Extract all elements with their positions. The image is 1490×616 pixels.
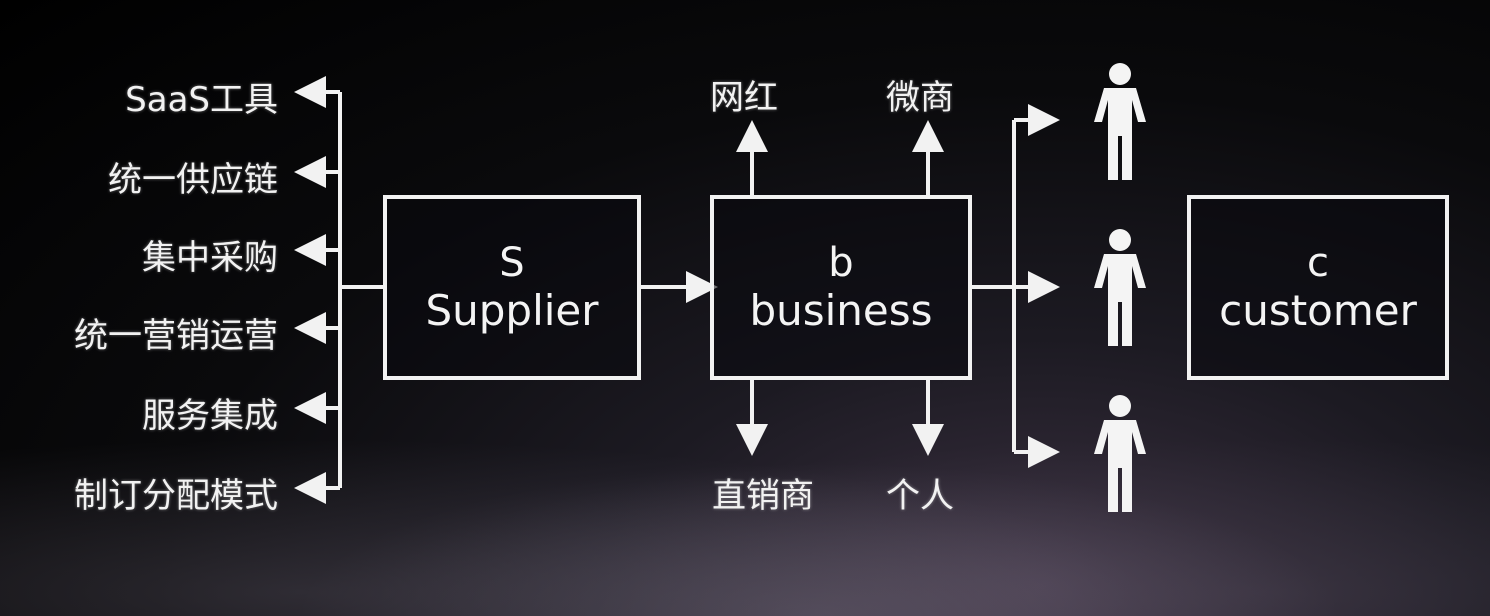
business-box: b business xyxy=(710,195,972,380)
service-saas-tools: SaaS工具 xyxy=(125,80,278,120)
channel-wechat-merchant: 微商 xyxy=(886,78,954,118)
service-central-procurement: 集中采购 xyxy=(142,238,278,278)
person-icon xyxy=(1094,395,1146,512)
customer-box: c customer xyxy=(1187,195,1449,380)
service-unified-marketing: 统一营销运营 xyxy=(74,316,278,356)
customer-letter: c xyxy=(1307,239,1329,286)
supplier-name: Supplier xyxy=(425,285,599,335)
supplier-box: S Supplier xyxy=(383,195,641,380)
customer-name: customer xyxy=(1219,285,1417,335)
person-icon xyxy=(1094,229,1146,346)
business-name: business xyxy=(749,285,933,335)
service-unified-supply-chain: 统一供应链 xyxy=(108,160,278,200)
channel-individual: 个人 xyxy=(886,476,954,516)
channel-influencer: 网红 xyxy=(710,78,778,118)
channel-direct-seller: 直销商 xyxy=(712,476,814,516)
person-icon xyxy=(1094,63,1146,180)
service-distribution-model: 制订分配模式 xyxy=(74,476,278,516)
service-integration: 服务集成 xyxy=(142,396,278,436)
business-letter: b xyxy=(828,239,854,286)
supplier-letter: S xyxy=(499,239,525,286)
